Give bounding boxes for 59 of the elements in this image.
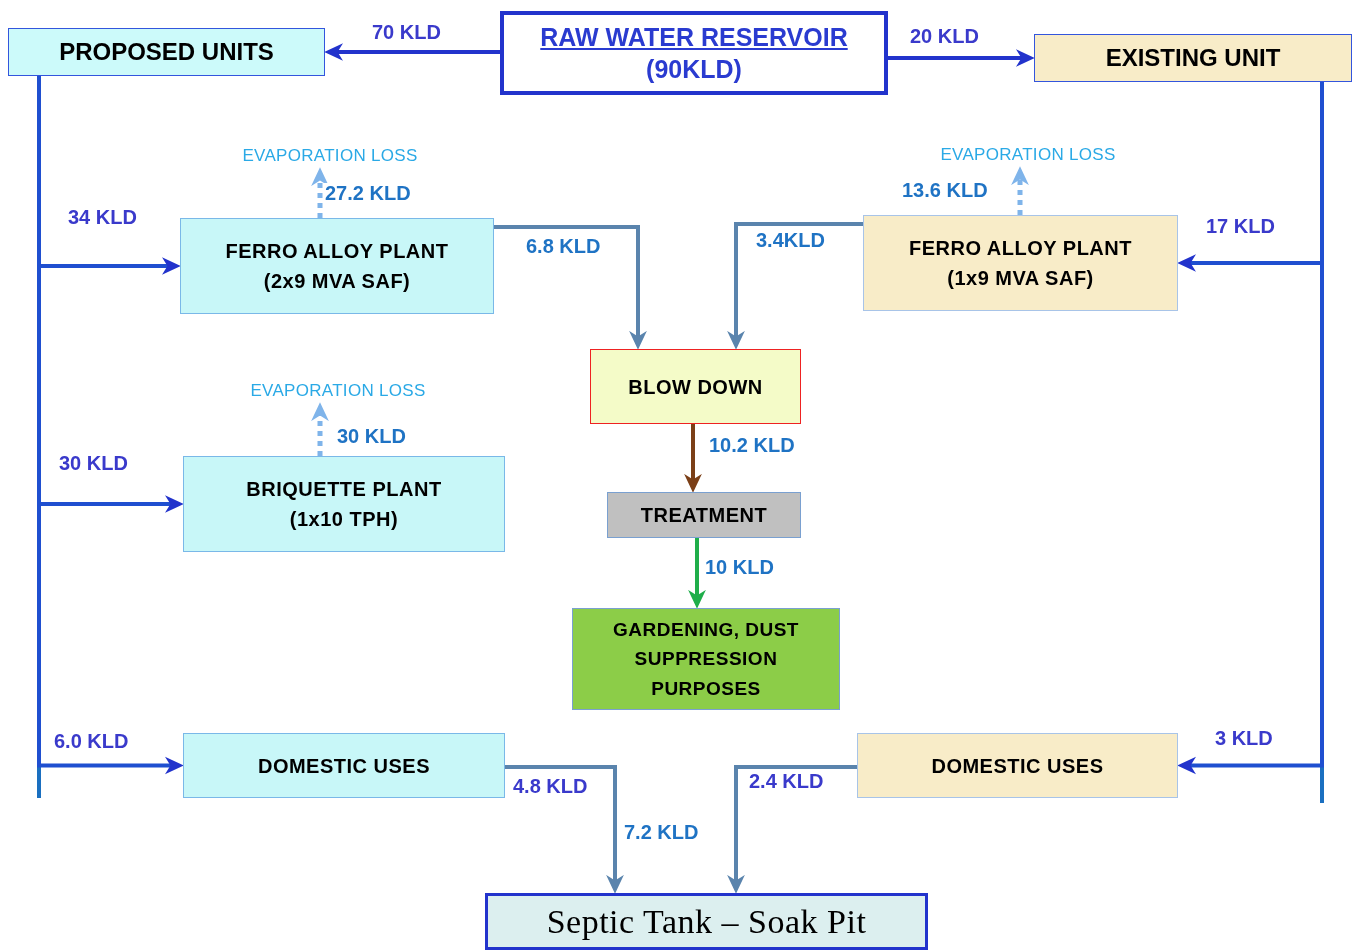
box-label: RAW WATER RESERVOIR bbox=[540, 21, 848, 53]
edge-label: 30 KLD bbox=[335, 426, 408, 446]
edge-label: 3.4KLD bbox=[754, 230, 827, 250]
use-box bbox=[572, 608, 840, 710]
box-label: BLOW DOWN bbox=[628, 374, 763, 400]
edge-label: 3 KLD bbox=[1213, 728, 1275, 748]
arrow bbox=[888, 49, 1035, 67]
box-label: DOMESTIC USES bbox=[257, 753, 431, 779]
septic-tank-box bbox=[485, 893, 928, 950]
edge-label: 34 KLD bbox=[66, 207, 139, 227]
box-label: Septic Tank – Soak Pit bbox=[546, 902, 867, 942]
edge-label: 70 KLD bbox=[370, 22, 443, 42]
process-box bbox=[857, 733, 1178, 798]
box-label: (1x10 TPH) bbox=[289, 507, 399, 532]
reservoir-box bbox=[500, 11, 888, 95]
arrow bbox=[727, 765, 857, 894]
arrow bbox=[324, 43, 500, 61]
edge-label: 17 KLD bbox=[1204, 216, 1277, 236]
loss-label: EVAPORATION LOSS bbox=[908, 143, 1148, 167]
box-label: EXISTING UNIT bbox=[1105, 43, 1281, 73]
process-box bbox=[183, 456, 505, 552]
edge-label: 6.0 KLD bbox=[52, 731, 131, 751]
loss-label: EVAPORATION LOSS bbox=[210, 144, 450, 168]
edge-label: 4.8 KLD bbox=[511, 776, 590, 796]
edge-label: 6.8 KLD bbox=[524, 236, 603, 256]
box-label: (2x9 MVA SAF) bbox=[263, 269, 411, 294]
arrow bbox=[727, 222, 863, 350]
edge-label: 30 KLD bbox=[57, 453, 130, 473]
box-label: FERRO ALLOY PLANT bbox=[225, 239, 449, 264]
process-box bbox=[590, 349, 801, 424]
unit-box bbox=[1034, 34, 1352, 82]
process-box bbox=[180, 218, 494, 314]
edge-label: 10.2 KLD bbox=[707, 435, 797, 455]
process-box bbox=[607, 492, 801, 538]
process-box bbox=[863, 215, 1178, 311]
edge-label: 27.2 KLD bbox=[323, 183, 413, 203]
arrow bbox=[684, 424, 702, 493]
edge-label: 2.4 KLD bbox=[747, 771, 826, 791]
arrow bbox=[505, 765, 624, 894]
box-label: (1x9 MVA SAF) bbox=[947, 266, 1094, 291]
box-label: (90KLD) bbox=[646, 54, 742, 85]
arrow bbox=[688, 538, 706, 609]
loss-label: EVAPORATION LOSS bbox=[218, 379, 458, 403]
flow-label: 7.2 KLD bbox=[622, 822, 701, 842]
edge-label: 13.6 KLD bbox=[900, 180, 990, 200]
box-label: PROPOSED UNITS bbox=[59, 37, 274, 67]
process-box bbox=[183, 733, 505, 798]
box-label: FERRO ALLOY PLANT bbox=[909, 236, 1132, 261]
box-label: DOMESTIC USES bbox=[931, 753, 1104, 779]
edge-label: 20 KLD bbox=[908, 26, 981, 46]
arrow bbox=[494, 225, 647, 350]
unit-box bbox=[8, 28, 325, 76]
arrow bbox=[311, 402, 329, 456]
box-label: GARDENING, DUST SUPPRESSION PURPOSES bbox=[612, 617, 800, 701]
edge-label: 10 KLD bbox=[703, 557, 776, 577]
arrow bbox=[311, 167, 329, 218]
box-label: BRIQUETTE PLANT bbox=[246, 477, 442, 502]
arrow bbox=[1011, 166, 1029, 215]
box-label: TREATMENT bbox=[640, 503, 768, 528]
